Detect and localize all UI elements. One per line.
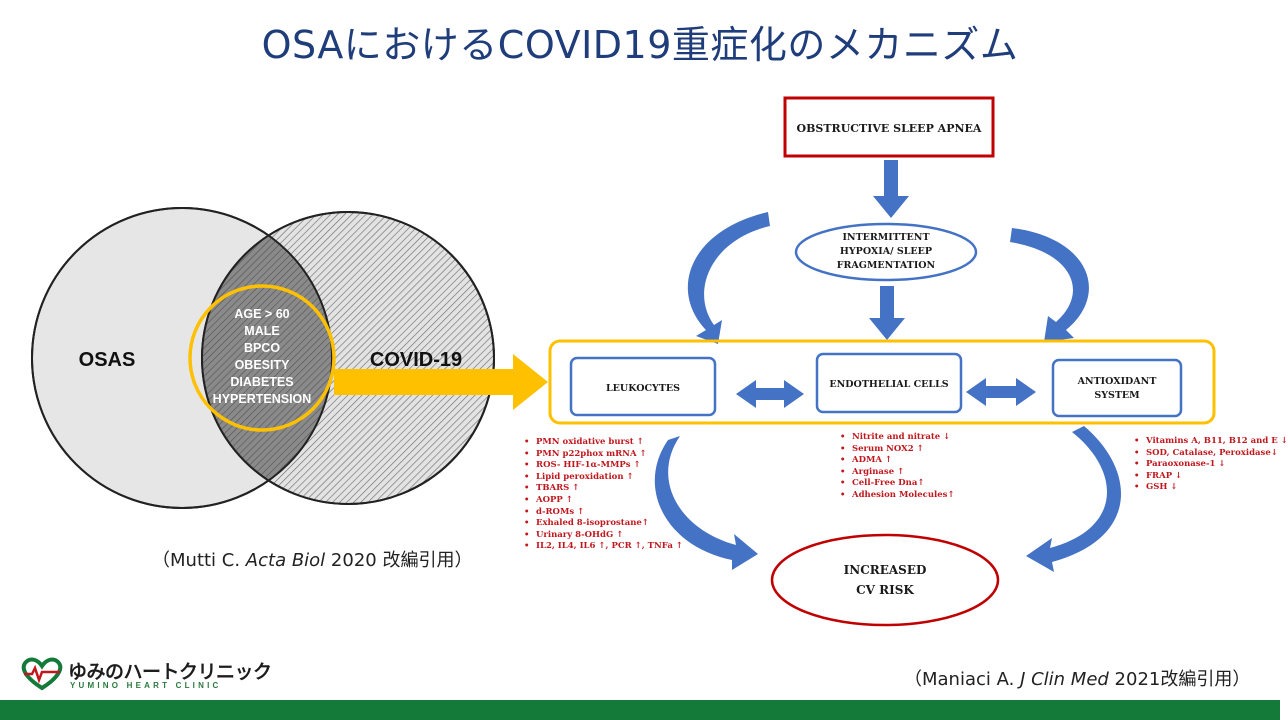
citation-prefix: （Maniaci A. [904, 669, 1021, 690]
clinic-name-en: YUMINO HEART CLINIC [70, 681, 222, 690]
citation-suffix: 2020 改編引用） [325, 550, 473, 571]
list-item: PMN p22phox mRNA ↑ [524, 449, 683, 461]
page-title: OSAにおけるCOVID19重症化のメカニズム [261, 23, 1019, 67]
venn-diagram: OSAS COVID-19 AGE > 60 MALE BPCO OBESITY… [31, 207, 495, 509]
clinic-logo-icon [21, 657, 63, 691]
double-arrow-icon [736, 380, 804, 408]
osa-box: OBSTRUCTIVE SLEEP APNEA [783, 96, 995, 158]
endothelial-box: ENDOTHELIAL CELLS [815, 352, 963, 414]
leukocytes-marker-list: PMN oxidative burst ↑ PMN p22phox mRNA ↑… [524, 437, 683, 553]
list-item: ROS- HIF-1α-MMPs ↑ [524, 460, 683, 472]
antioxidant-marker-list: Vitamins A, B11, B12 and E ↓ SOD, Catala… [1134, 436, 1288, 494]
hypoxia-line: FRAGMENTATION [837, 260, 936, 271]
endothelial-marker-list: Nitrite and nitrate ↓ Serum NOX2 ↑ ADMA … [840, 432, 955, 502]
citation-prefix: （Mutti C. [152, 550, 246, 571]
risk-line: INCREASED [844, 563, 927, 577]
clinic-name: ゆみのハートクリニック [68, 661, 272, 683]
arrow-down-icon [873, 160, 909, 218]
list-item: Arginase ↑ [840, 467, 955, 479]
list-item: FRAP ↓ [1134, 471, 1288, 483]
hypoxia-line: INTERMITTENT [842, 232, 929, 243]
list-item: Nitrite and nitrate ↓ [840, 432, 955, 444]
cell-systems-container [548, 339, 1216, 425]
endothelial-label: ENDOTHELIAL CELLS [829, 379, 948, 390]
double-arrow-icon [966, 378, 1036, 406]
list-item: Serum NOX2 ↑ [840, 444, 955, 456]
risk-factor: BPCO [244, 341, 280, 355]
antioxidant-box: ANTIOXIDANT SYSTEM [1051, 358, 1183, 418]
list-item: AOPP ↑ [524, 495, 683, 507]
list-item: Paraoxonase-1 ↓ [1134, 459, 1288, 471]
list-item: Lipid peroxidation ↑ [524, 472, 683, 484]
overlap-risk-list: AGE > 60 MALE BPCO OBESITY DIABETES HYPE… [213, 307, 312, 406]
risk-factor: OBESITY [235, 358, 291, 372]
leukocytes-box: LEUKOCYTES [569, 356, 717, 417]
list-item: Vitamins A, B11, B12 and E ↓ [1134, 436, 1288, 448]
list-item: PMN oxidative burst ↑ [524, 437, 683, 449]
hypoxia-line: HYPOXIA/ SLEEP [840, 246, 932, 257]
hypoxia-node: INTERMITTENT HYPOXIA/ SLEEP FRAGMENTATIO… [794, 222, 978, 282]
list-item: Exhaled 8-isoprostane↑ [524, 518, 683, 530]
cv-risk-node: INCREASED CV RISK [770, 533, 1000, 627]
arrow-down-icon [869, 286, 905, 340]
citation-left: （Mutti C. Acta Biol 2020 改編引用） [152, 546, 472, 572]
osas-label: OSAS [79, 349, 136, 371]
list-item: Adhesion Molecules↑ [840, 490, 955, 502]
curved-arrow-icon [1010, 228, 1089, 342]
overlap-region [202, 212, 332, 504]
list-item: Cell-Free Dna↑ [840, 478, 955, 490]
list-item: Urinary 8-OHdG ↑ [524, 530, 683, 542]
clinic-logo: ゆみのハートクリニック YUMINO HEART CLINIC [18, 655, 272, 695]
risk-factor: MALE [244, 324, 279, 338]
citation-journal: Acta Biol [245, 550, 326, 571]
risk-factor: DIABETES [230, 375, 293, 389]
osas-outline [31, 207, 333, 509]
covid-outline [201, 211, 495, 505]
citation-suffix: 2021改編引用） [1108, 669, 1251, 690]
antioxidant-line: ANTIOXIDANT [1077, 376, 1157, 387]
yellow-link-arrow [334, 354, 548, 410]
antioxidant-line: SYSTEM [1094, 390, 1140, 401]
risk-factor: HYPERTENSION [213, 392, 312, 406]
footer-bar [0, 700, 1280, 720]
list-item: SOD, Catalase, Peroxidase↓ [1134, 448, 1288, 460]
list-item: GSH ↓ [1134, 482, 1288, 494]
risk-line: CV RISK [856, 583, 914, 597]
osa-box-label: OBSTRUCTIVE SLEEP APNEA [797, 122, 982, 135]
list-item: TBARS ↑ [524, 483, 683, 495]
curved-arrow-icon [687, 212, 770, 344]
risk-factor-ring [188, 284, 336, 432]
curved-arrow-icon [1026, 426, 1122, 572]
citation-journal: J Clin Med [1020, 669, 1109, 690]
risk-factor: AGE > 60 [234, 307, 289, 321]
covid-label: COVID-19 [370, 349, 462, 371]
citation-right: （Maniaci A. J Clin Med 2021改編引用） [904, 665, 1250, 691]
list-item: ADMA ↑ [840, 455, 955, 467]
leukocytes-label: LEUKOCYTES [606, 383, 680, 394]
list-item: IL2, IL4, IL6 ↑, PCR ↑, TNFa ↑ [524, 541, 683, 553]
list-item: d-ROMs ↑ [524, 507, 683, 519]
